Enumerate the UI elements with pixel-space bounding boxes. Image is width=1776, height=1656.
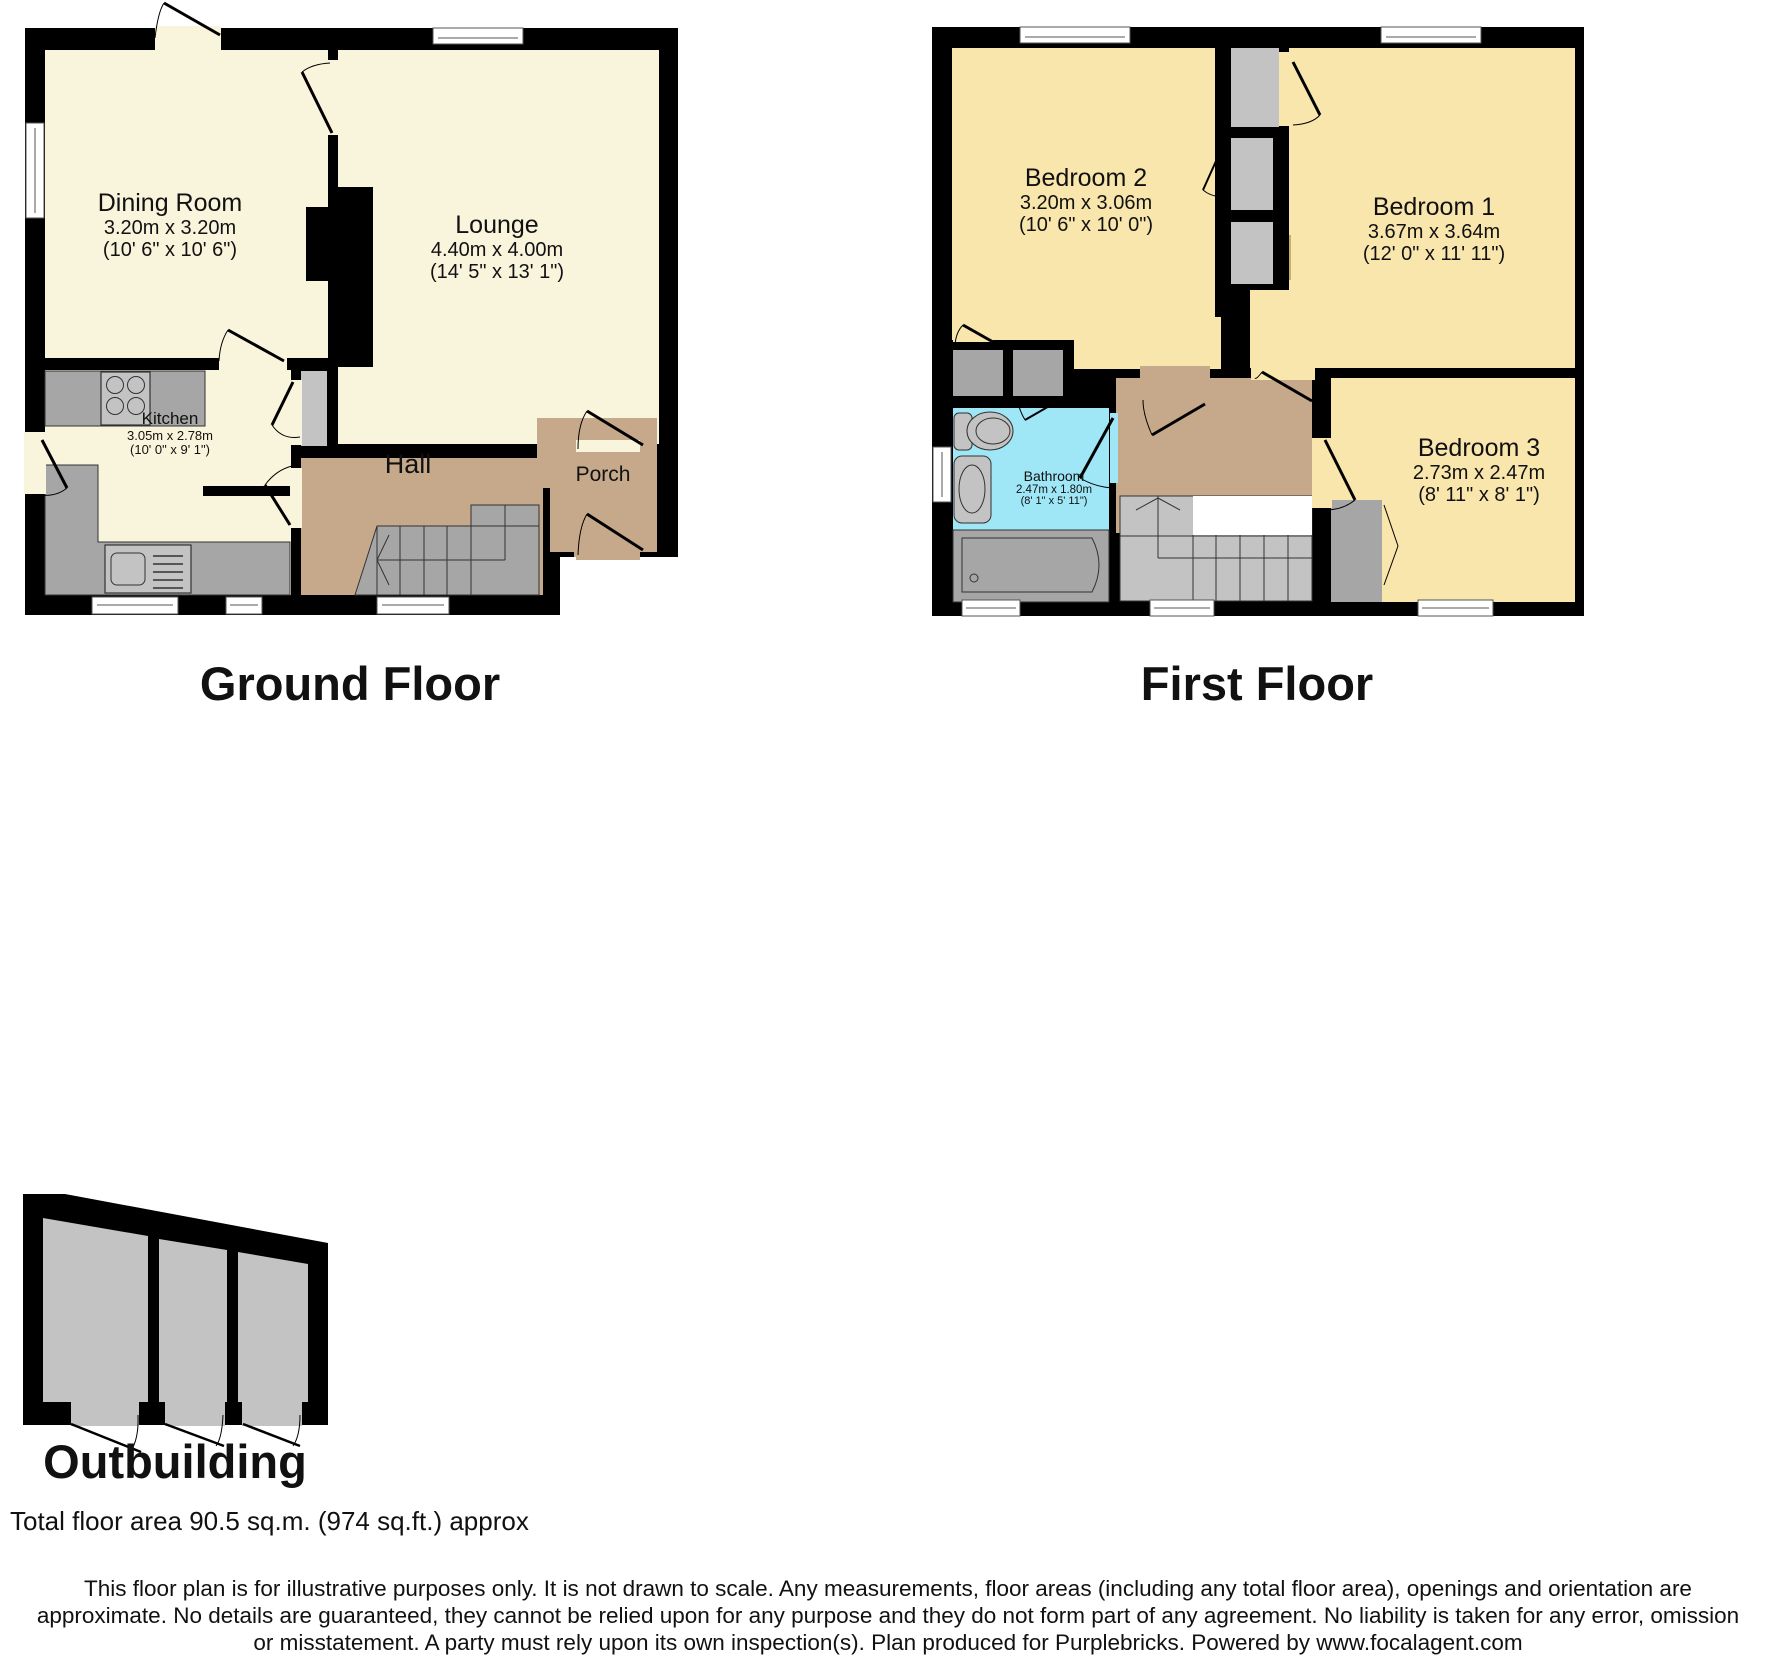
wardrobe-1 (1231, 48, 1279, 127)
outbuilding-doors (70, 1402, 302, 1454)
disclaimer: This floor plan is for illustrative purp… (0, 1575, 1776, 1656)
chimney-breast (328, 187, 373, 367)
outbuilding-store-2 (159, 1239, 227, 1402)
ground-floor-drawing (24, 0, 678, 615)
first-floor-windows (932, 26, 1494, 617)
ground-floor-title: Ground Floor (199, 657, 501, 710)
airing-cupboard (953, 350, 1003, 396)
toilet-bowl (966, 411, 1014, 451)
room-bedroom-2 (952, 48, 1221, 369)
wardrobe-3 (1231, 222, 1273, 284)
room-name: Bedroom 1 (1372, 193, 1496, 221)
outbuilding-store-1 (43, 1218, 148, 1402)
ground-floor-doors (24, 0, 644, 560)
first-floor-title: First Floor (1140, 657, 1374, 710)
room-name: Dining Room (97, 189, 243, 217)
disclaimer-line: This floor plan is for illustrative purp… (84, 1576, 1692, 1601)
room-imperial: (14' 5" x 13' 1") (429, 261, 565, 284)
room-name: Bathroom (1023, 468, 1085, 484)
wardrobe-2 (1231, 138, 1273, 210)
room-label-porch: Porch (576, 463, 631, 487)
kitchen-stub-wall (203, 486, 293, 496)
room-metric: 3.67m x 3.64m (1367, 221, 1501, 243)
ground-floor-windows (25, 27, 524, 615)
outbuilding-title: Outbuilding (43, 1435, 307, 1488)
room-imperial: (8' 1" x 5' 11") (1020, 494, 1088, 507)
understairs-cupboard (301, 371, 327, 446)
room-imperial: (10' 6" x 10' 0") (1018, 214, 1154, 237)
room-imperial: (8' 11" x 8' 1") (1418, 484, 1540, 507)
room-metric: 2.73m x 2.47m (1412, 462, 1546, 484)
room-dining-room (45, 50, 328, 358)
total-floor-area: Total floor area 90.5 sq.m. (974 sq.ft.)… (10, 1506, 529, 1536)
room-label-bedroom-1: Bedroom 1 3.67m x 3.64m (12' 0" x 11' 11… (1363, 193, 1505, 266)
room-label-dining-room: Dining Room 3.20m x 3.20m (10' 6" x 10' … (98, 189, 243, 262)
first-floor-drawing (932, 26, 1584, 617)
room-imperial: (10' 6" x 10' 6") (102, 239, 238, 262)
room-name: Hall (384, 449, 432, 479)
room-label-kitchen: Kitchen 3.05m x 2.78m (10' 0" x 9' 1") (127, 409, 213, 457)
room-imperial: (10' 0" x 9' 1") (130, 441, 210, 457)
room-label-hall: Hall (385, 449, 432, 479)
room-metric: 2.47m x 1.80m (1015, 483, 1093, 496)
storage-cupboard (1013, 350, 1063, 396)
room-label-bedroom-3: Bedroom 3 2.73m x 2.47m (8' 11" x 8' 1") (1413, 434, 1545, 507)
room-imperial: (12' 0" x 11' 11") (1362, 243, 1506, 266)
disclaimer-line: approximate. No details are guaranteed, … (36, 1603, 1740, 1628)
room-metric: 3.20m x 3.06m (1019, 192, 1153, 214)
room-bedroom-1 (1250, 48, 1575, 368)
room-name: Porch (575, 463, 631, 486)
room-name: Kitchen (141, 409, 199, 428)
room-lounge (338, 50, 659, 444)
disclaimer-line: or misstatement. A party must rely upon … (253, 1630, 1523, 1655)
room-label-bathroom: Bathroom 2.47m x 1.80m (8' 1" x 5' 11") (1016, 469, 1092, 507)
room-metric: 3.05m x 2.78m (127, 427, 213, 443)
room-name: Lounge (455, 211, 539, 239)
outbuilding-drawing (23, 1194, 328, 1454)
outbuilding-store-3 (238, 1252, 308, 1402)
room-label-bedroom-2: Bedroom 2 3.20m x 3.06m (10' 6" x 10' 0"… (1019, 164, 1153, 237)
room-name: Bedroom 3 (1417, 434, 1541, 462)
bedroom-3-wardrobe (1331, 500, 1382, 602)
room-name: Bedroom 2 (1024, 164, 1148, 192)
first-floor-doors (953, 52, 1399, 586)
room-metric: 3.20m x 3.20m (103, 217, 237, 239)
room-label-lounge: Lounge 4.40m x 4.00m (14' 5" x 13' 1") (430, 211, 564, 284)
room-metric: 4.40m x 4.00m (430, 239, 564, 261)
